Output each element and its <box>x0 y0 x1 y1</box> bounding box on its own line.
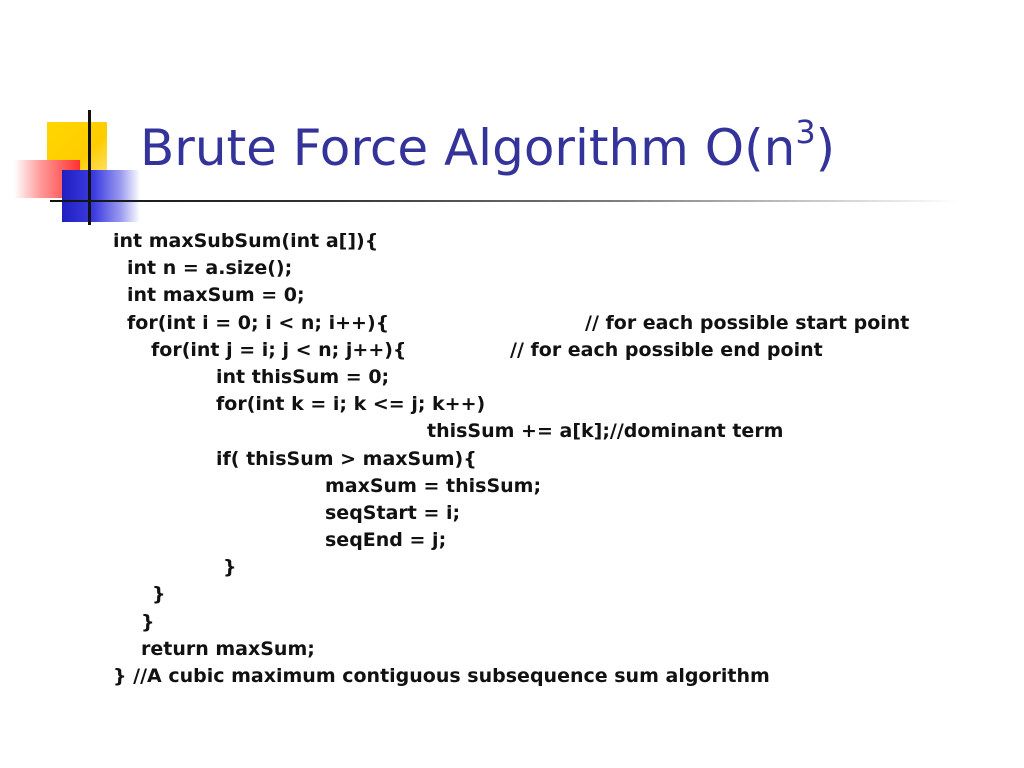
slide-title-close: ) <box>815 119 836 177</box>
slide-title-text: Brute Force Algorithm O(n <box>140 119 796 177</box>
code-text: return maxSum; <box>141 637 315 660</box>
code-text: int n = a.size(); <box>127 257 293 280</box>
code-text: } <box>223 556 237 579</box>
slide-title: Brute Force Algorithm O(n3) <box>140 116 836 178</box>
code-text: } <box>141 610 155 633</box>
slide-title-exponent: 3 <box>795 113 816 152</box>
code-text: for(int k = i; k <= j; k++) <box>216 393 486 416</box>
decor-vertical-rule <box>88 110 91 225</box>
decor-blue-square <box>62 170 140 222</box>
code-text: } <box>152 583 166 606</box>
code-text: for(int i = 0; i < n; i++){ <box>127 311 390 334</box>
code-text: } //A cubic maximum contiguous subsequen… <box>113 665 770 687</box>
code-comment: // for each possible end point <box>510 338 823 361</box>
code-text: if( thisSum > maxSum){ <box>216 447 477 470</box>
code-text: for(int j = i; j < n; j++){ <box>151 338 407 361</box>
code-text: int maxSubSum(int a[]){ <box>113 230 379 252</box>
code-text: seqStart = i; <box>325 501 461 524</box>
code-text: int maxSum = 0; <box>127 284 305 307</box>
code-text: int thisSum = 0; <box>216 365 390 388</box>
code-comment: // for each possible start point <box>585 311 910 334</box>
code-text: thisSum += a[k];//dominant term <box>427 420 784 443</box>
code-text: seqEnd = j; <box>325 529 447 552</box>
title-underline-rule <box>50 200 960 202</box>
code-text: maxSum = thisSum; <box>325 474 542 497</box>
